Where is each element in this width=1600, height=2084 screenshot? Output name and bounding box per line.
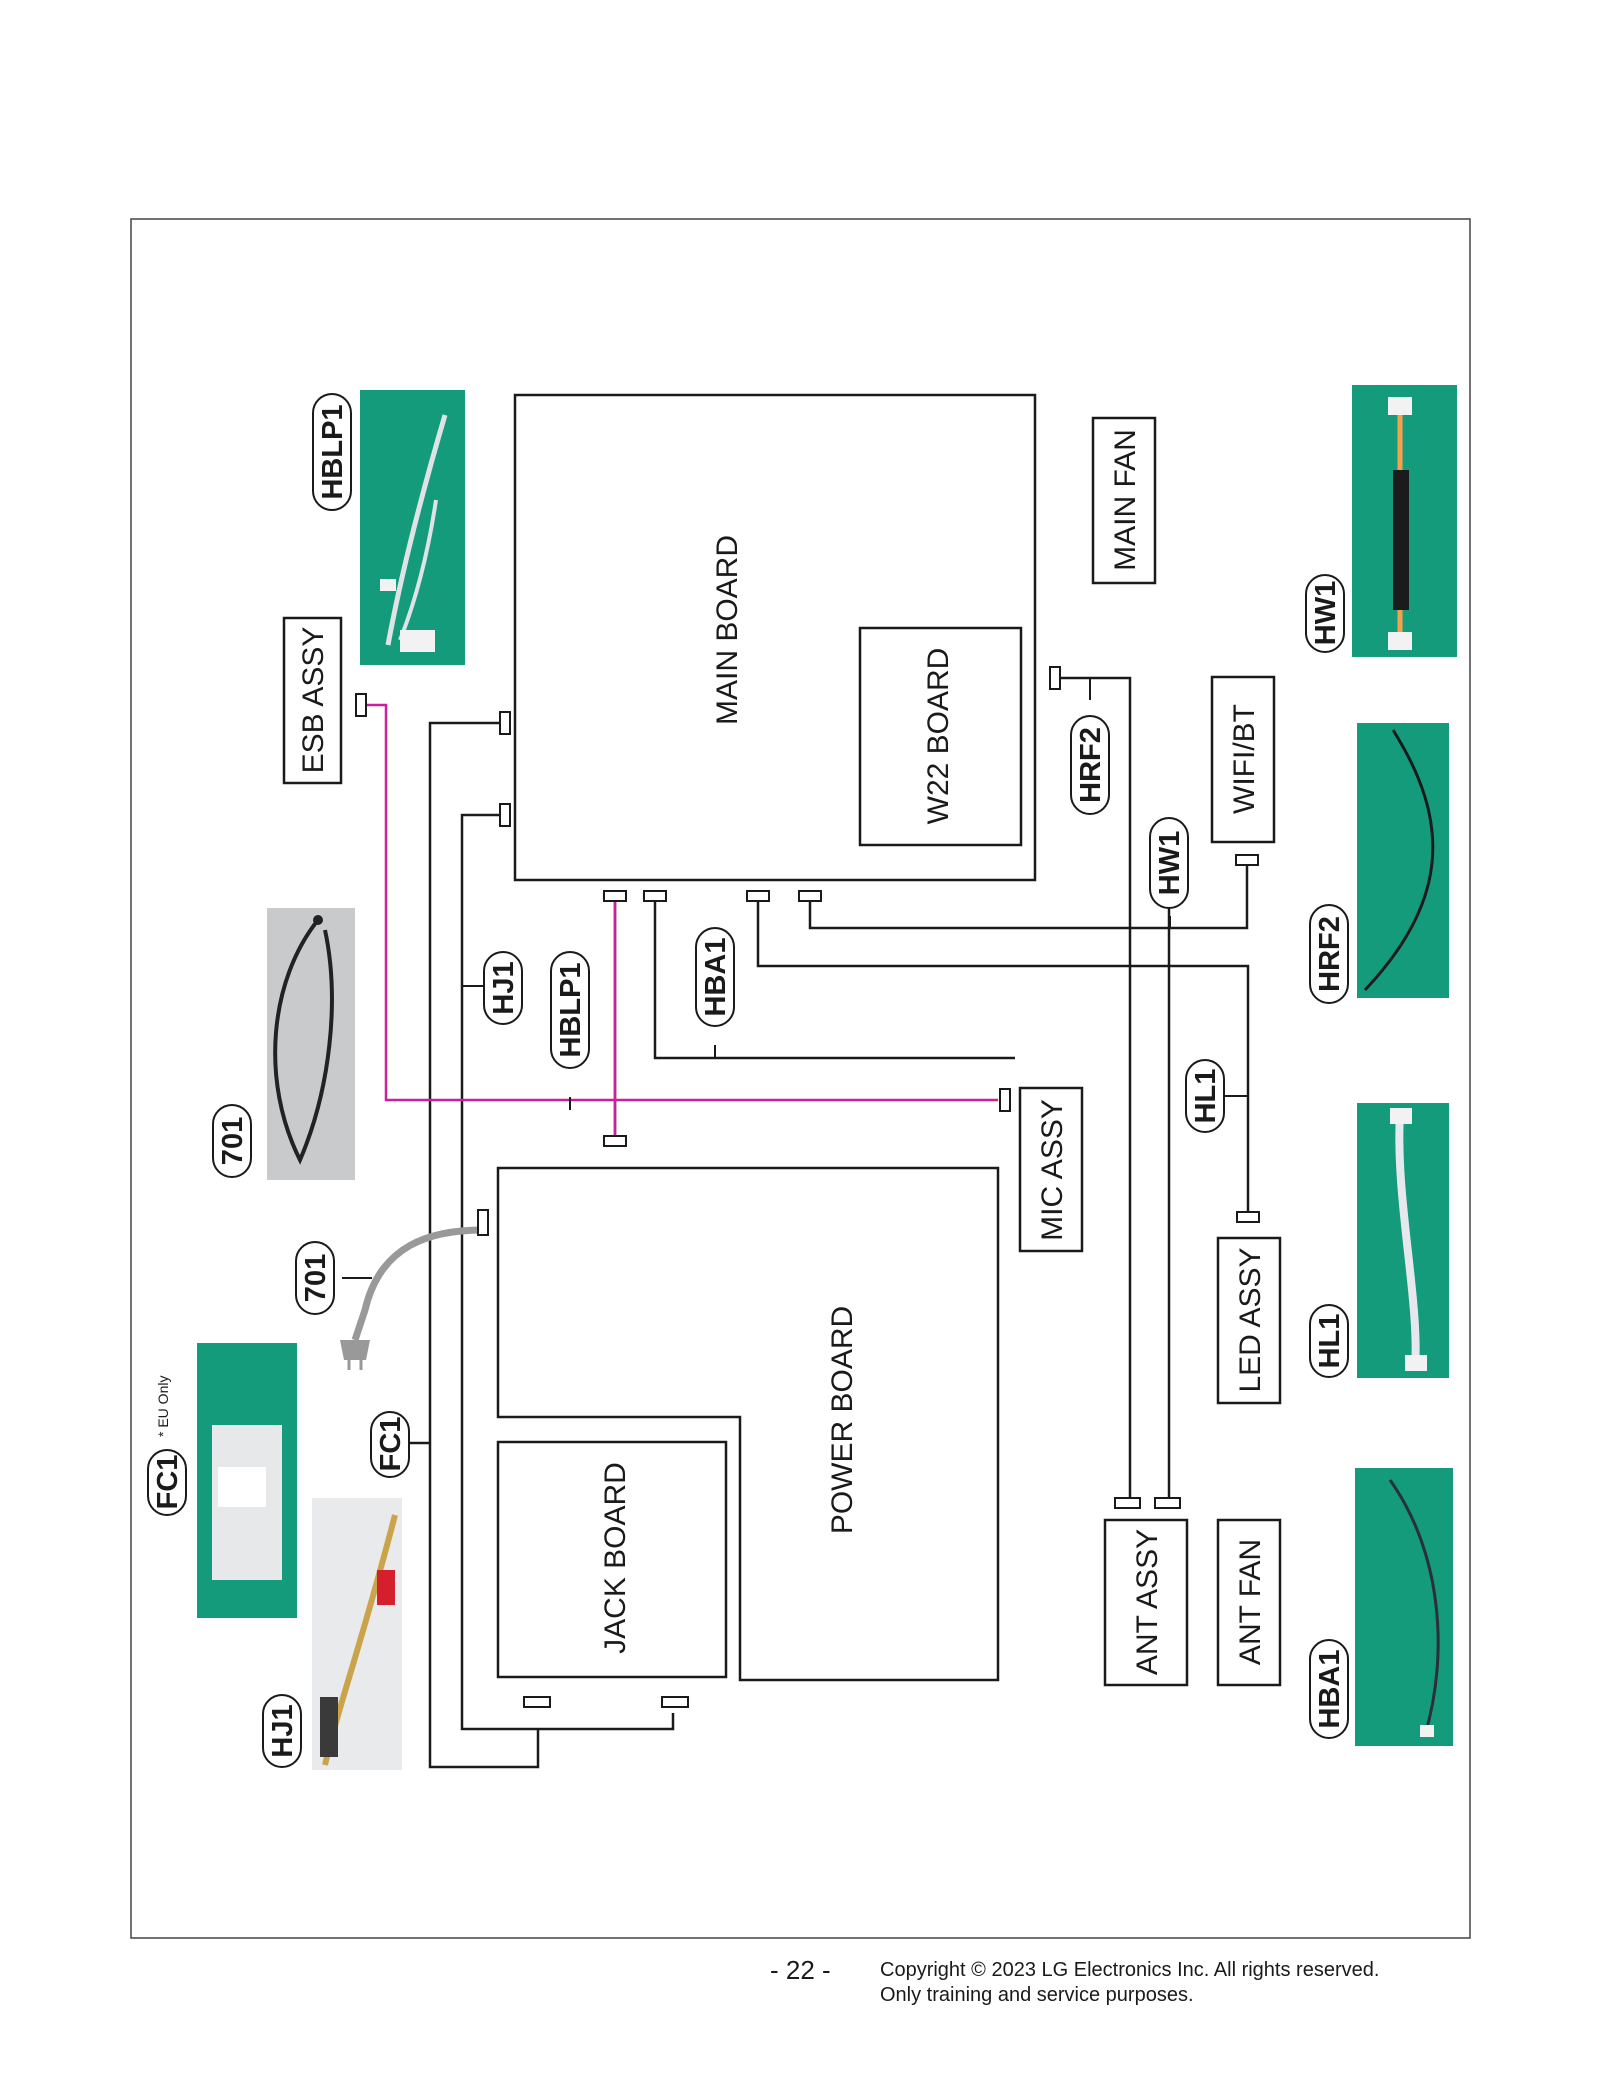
main-hj1-connector-a: [499, 711, 511, 735]
hl1-wire: [756, 898, 1250, 1213]
wifi-bt: WIFI/BT: [1210, 675, 1276, 844]
led-assy-label: LED ASSY: [1234, 1247, 1267, 1392]
pill-701-left: 701: [212, 1104, 252, 1178]
pill-label: HL1: [1190, 1069, 1222, 1124]
ant-fan: ANT FAN: [1216, 1518, 1282, 1687]
mic-assy: MIC ASSY: [1018, 1086, 1084, 1253]
ant-connector-a: [1114, 1497, 1141, 1509]
pill-label: HW1: [1310, 581, 1342, 645]
ant-fan-label: ANT FAN: [1234, 1539, 1267, 1665]
main-fan: MAIN FAN: [1091, 416, 1157, 585]
copyright-line-1: Copyright © 2023 LG Electronics Inc. All…: [880, 1959, 1380, 1981]
power-board: POWER BOARD: [496, 1166, 1000, 1682]
pill-hl1-mid: HL1: [1185, 1059, 1225, 1133]
ant-assy-label: ANT ASSY: [1131, 1529, 1164, 1675]
pill-hblp1-mid: HBLP1: [550, 951, 590, 1069]
pill-label: HBLP1: [317, 404, 349, 499]
hrf2-wire-a: [1058, 676, 1132, 1502]
hj1-wire-inner: [460, 813, 675, 1731]
mic-connector: [999, 1088, 1011, 1112]
pill-label: HBA1: [1314, 1650, 1346, 1729]
diagram-frame: [130, 218, 1471, 1939]
main-hj1-connector-b: [499, 803, 511, 827]
plug-icon: [340, 1340, 370, 1360]
power-ac-connector: [477, 1209, 489, 1236]
pill-label: FC1: [375, 1417, 407, 1472]
power-cord-701: [351, 1226, 484, 1342]
pill-label: HL1: [1314, 1314, 1346, 1369]
wifi-bt-label: WIFI/BT: [1228, 704, 1261, 814]
main-hl1-connector: [746, 890, 770, 902]
mic-assy-label: MIC ASSY: [1036, 1099, 1069, 1241]
pill-label: HBLP1: [555, 962, 587, 1057]
pill-label: HRF2: [1075, 727, 1107, 803]
pill-hw1-mid: HW1: [1149, 817, 1189, 909]
hw1-wire: [808, 865, 1249, 930]
photo-fc1: [197, 1343, 297, 1618]
pill-label: 701: [217, 1117, 249, 1165]
photo-hl1: [1357, 1103, 1449, 1378]
esb-assy: ESB ASSY: [282, 616, 343, 785]
esb-connector: [355, 693, 367, 717]
pill-hba1-mid: HBA1: [695, 927, 735, 1027]
pill-hblp1-top: HBLP1: [312, 393, 352, 511]
pill-hrf2-mid: HRF2: [1070, 715, 1110, 815]
photo-hrf2: [1357, 723, 1449, 998]
esb-assy-label: ESB ASSY: [297, 627, 330, 774]
copyright: Copyright © 2023 LG Electronics Inc. All…: [880, 1958, 1379, 2008]
hj1-wire-outer: [428, 721, 540, 1769]
ant-connector-b: [1154, 1497, 1181, 1509]
main-hw1-connector: [798, 890, 822, 902]
pill-fc1-mid: FC1: [370, 1411, 410, 1478]
jack-connector-a: [523, 1696, 551, 1708]
pill-701-cord: 701: [295, 1241, 335, 1315]
hba1-wire: [653, 898, 1015, 1060]
pill-hw1-photo: HW1: [1305, 574, 1345, 653]
main-hrf2-connector: [1049, 666, 1061, 690]
pill-label: HW1: [1154, 831, 1186, 895]
pill-hj1-mid: HJ1: [483, 951, 523, 1025]
photo-701: [267, 908, 355, 1180]
pill-hba1-photo: HBA1: [1309, 1639, 1349, 1739]
copyright-line-2: Only training and service purposes.: [880, 1984, 1194, 2006]
main-hba1-connector: [643, 890, 667, 902]
power-board-label: POWER BOARD: [826, 1306, 859, 1534]
pill-label: HJ1: [488, 961, 520, 1014]
w22-board: W22 BOARD: [858, 626, 1023, 847]
pill-hrf2-photo: HRF2: [1309, 904, 1349, 1004]
led-assy: LED ASSY: [1216, 1236, 1282, 1405]
wifi-connector: [1235, 854, 1259, 866]
main-board-label: MAIN BOARD: [711, 535, 744, 725]
led-connector: [1236, 1211, 1260, 1223]
main-fan-label: MAIN FAN: [1109, 429, 1142, 571]
photo-hj1: [312, 1498, 402, 1770]
jack-board: JACK BOARD: [496, 1440, 728, 1679]
ant-assy: ANT ASSY: [1103, 1518, 1189, 1687]
mic-wire: [362, 703, 998, 1102]
jack-connector-b: [661, 1696, 689, 1708]
pill-label: HJ1: [267, 1704, 299, 1757]
pill-hl1-photo: HL1: [1309, 1304, 1349, 1378]
fc1-eu-note: * EU Only: [155, 1376, 171, 1437]
pill-label: HRF2: [1314, 916, 1346, 992]
connectors: [355, 666, 1260, 1708]
photo-hba1: [1355, 1468, 1453, 1746]
pill-label: HBA1: [700, 938, 732, 1017]
main-hblp1-connector: [603, 890, 627, 902]
photo-hblp1: [360, 390, 465, 665]
page-number: - 22 -: [770, 1955, 831, 1985]
power-hblp1-connector: [603, 1135, 627, 1147]
pill-label: FC1: [152, 1455, 184, 1510]
pill-label: 701: [300, 1254, 332, 1302]
wires: [340, 676, 1250, 1769]
pill-hj1-photo: HJ1: [262, 1694, 302, 1768]
jack-board-label: JACK BOARD: [599, 1462, 632, 1654]
photo-hw1: [1352, 385, 1457, 657]
pill-fc1-photo: FC1: [147, 1449, 187, 1516]
w22-board-label: W22 BOARD: [922, 648, 955, 825]
